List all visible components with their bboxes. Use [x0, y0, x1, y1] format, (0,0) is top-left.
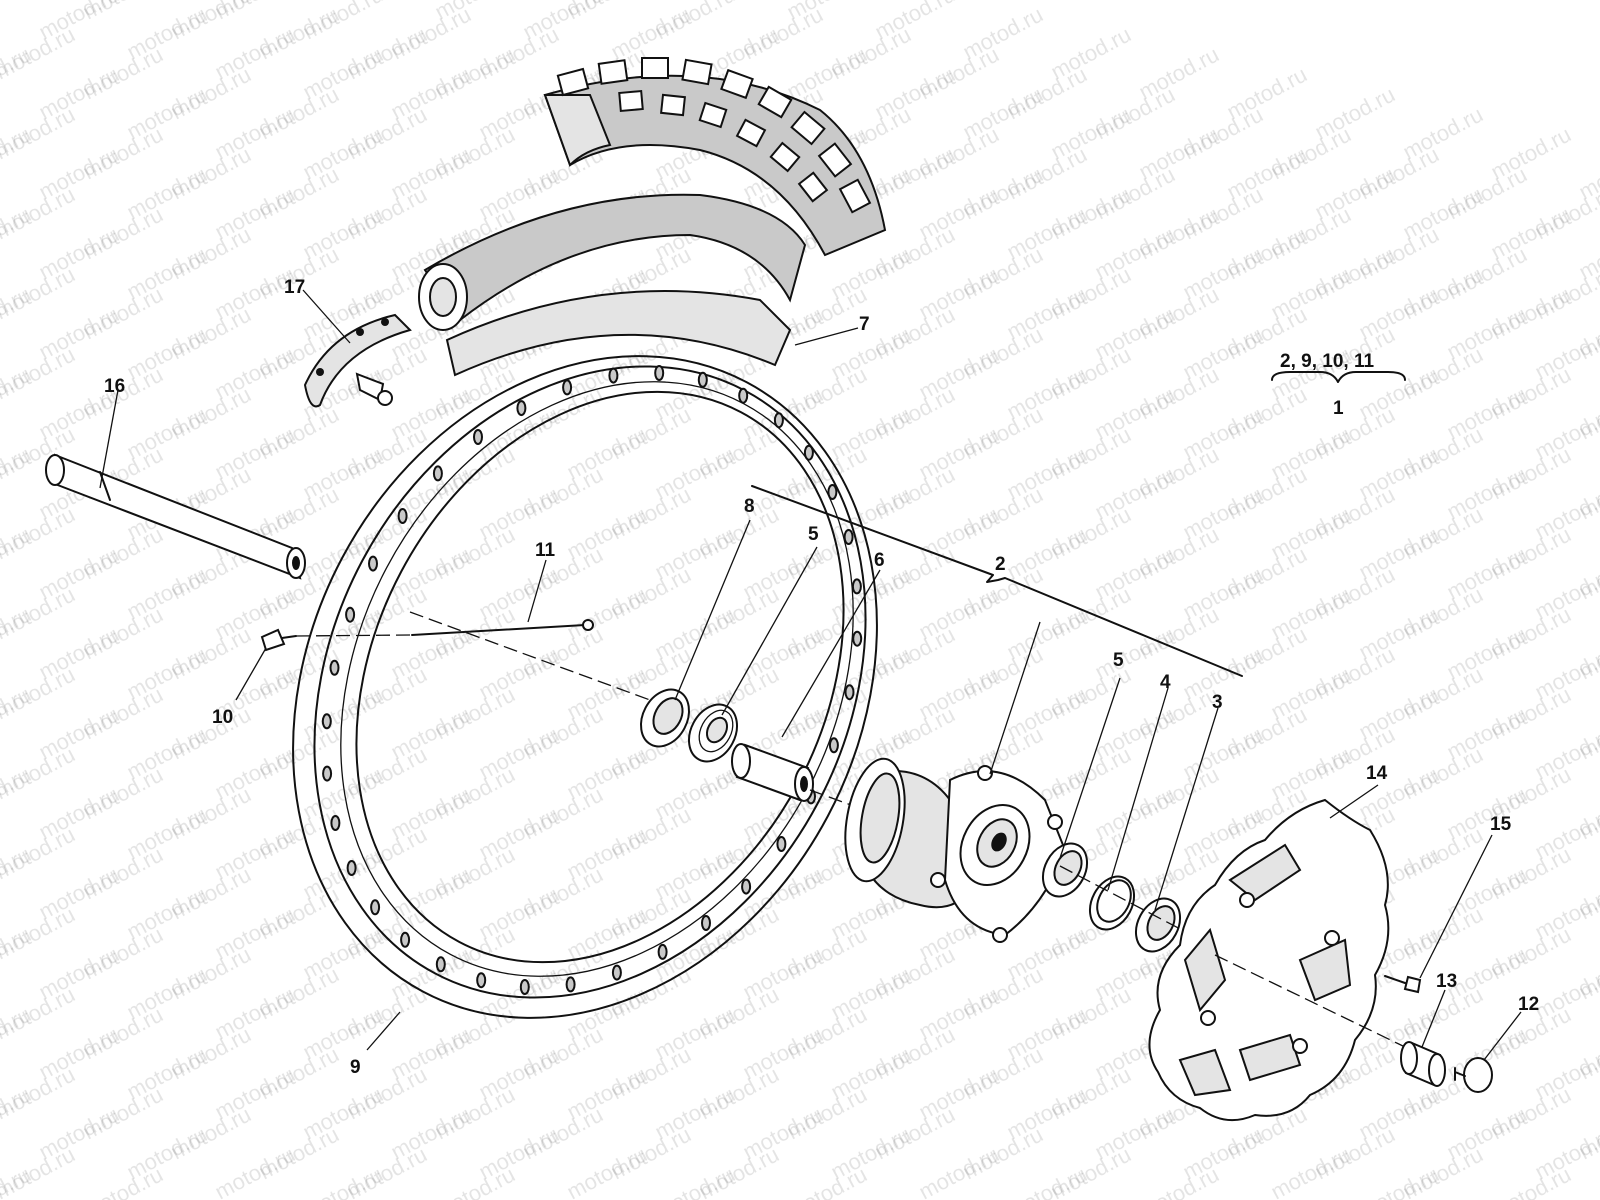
label-group-2-9-10-11: 2, 9, 10, 11 — [1280, 351, 1374, 372]
seal-8 — [640, 688, 690, 748]
circlip-4 — [1088, 875, 1136, 931]
watermark-text: motod.ru — [783, 1162, 871, 1200]
spoke-hole — [476, 972, 487, 989]
spacer-6 — [731, 743, 814, 802]
spoke-nipple — [260, 628, 297, 652]
spoke-hole — [565, 976, 576, 993]
hub — [844, 757, 1067, 943]
spoke-hole — [701, 915, 711, 931]
rim-tape — [445, 290, 792, 377]
label-9: 9 — [350, 1057, 361, 1078]
label-5-left: 5 — [808, 524, 819, 545]
watermark-text: motod.ru — [0, 0, 35, 24]
spoke-hole — [329, 659, 340, 676]
label-2: 2 — [995, 554, 1006, 575]
tire — [543, 57, 887, 257]
watermark-text: motod.ru — [1355, 1162, 1443, 1200]
spoke — [411, 619, 594, 636]
leader-lines — [99, 289, 1522, 1061]
label-17: 17 — [284, 277, 305, 298]
label-10: 10 — [212, 707, 233, 728]
label-14: 14 — [1366, 763, 1388, 784]
label-7: 7 — [859, 314, 870, 335]
inner-tube — [418, 193, 807, 331]
watermark-text: motod.ru — [1003, 1162, 1091, 1200]
label-4: 4 — [1160, 672, 1171, 693]
label-5-right: 5 — [1113, 650, 1124, 671]
watermark-text: motod.ru — [431, 1162, 519, 1200]
spoke-hole — [738, 387, 749, 404]
label-6: 6 — [874, 550, 885, 571]
spoke-hole — [803, 444, 814, 461]
watermark-text: motod.ru — [475, 0, 563, 4]
watermark-text: motod.ru — [79, 1162, 167, 1200]
spoke-hole — [562, 379, 573, 396]
label-12: 12 — [1518, 994, 1539, 1015]
label-8: 8 — [744, 496, 755, 517]
spoke-hole — [435, 956, 446, 973]
spoke-hole — [473, 429, 483, 445]
spoke-hole — [330, 815, 341, 831]
label-15: 15 — [1490, 814, 1512, 835]
watermark-text: motod.ru — [1135, 1162, 1223, 1200]
brake-disc — [1148, 798, 1390, 1122]
part-labels: 17 16 7 8 5 6 11 2 10 9 5 4 3 14 15 13 1… — [104, 277, 1539, 1078]
spoke-hole — [397, 508, 408, 524]
rim-lock — [303, 313, 412, 408]
brace-1 — [1271, 371, 1406, 383]
bearing-5-left — [688, 703, 738, 763]
label-13: 13 — [1436, 971, 1457, 992]
spoke-hole — [611, 964, 622, 981]
spoke-hole — [776, 836, 787, 852]
spoke-hole — [843, 529, 854, 545]
spoke-hole — [368, 555, 378, 572]
spoke-hole — [741, 878, 752, 895]
spoke-hole — [608, 367, 619, 384]
label-3: 3 — [1212, 692, 1223, 713]
spoke-hole — [370, 899, 381, 916]
spacer-13 — [1400, 1041, 1446, 1087]
bolt-15 — [1384, 975, 1422, 994]
watermark-text: motod.ru — [0, 0, 79, 4]
watermark-text: motod.ru — [1487, 1162, 1575, 1200]
spoke-hole — [322, 765, 333, 782]
rim — [292, 355, 878, 1019]
spoke-hole — [346, 860, 357, 876]
spoke-hole — [519, 979, 530, 995]
spoke-hole — [654, 365, 665, 381]
spoke-hole — [400, 931, 411, 948]
spoke-hole — [773, 412, 784, 429]
watermark-text: motod.ru — [651, 1162, 739, 1200]
spoke-hole — [345, 606, 356, 623]
label-1: 1 — [1333, 398, 1344, 419]
spoke-hole — [827, 484, 838, 500]
spoke-hole — [828, 737, 839, 754]
spoke-hole — [516, 400, 527, 417]
bolt-12 — [1454, 1057, 1493, 1093]
spoke-hole — [697, 371, 708, 388]
rim-spoke-holes — [321, 365, 863, 995]
watermark-text: motod.ru — [299, 1162, 387, 1200]
spoke-hole — [851, 578, 862, 595]
spoke-hole — [657, 943, 668, 960]
spoke-hole — [321, 713, 332, 730]
label-11: 11 — [535, 540, 556, 561]
label-16: 16 — [104, 376, 125, 397]
spoke-hole — [432, 465, 443, 482]
bearing-5-right — [1041, 842, 1089, 898]
axle — [45, 453, 306, 580]
spoke-hole — [844, 684, 855, 701]
seal-3 — [1134, 897, 1182, 953]
brace-2 — [751, 485, 1243, 677]
spoke-hole — [852, 630, 863, 647]
